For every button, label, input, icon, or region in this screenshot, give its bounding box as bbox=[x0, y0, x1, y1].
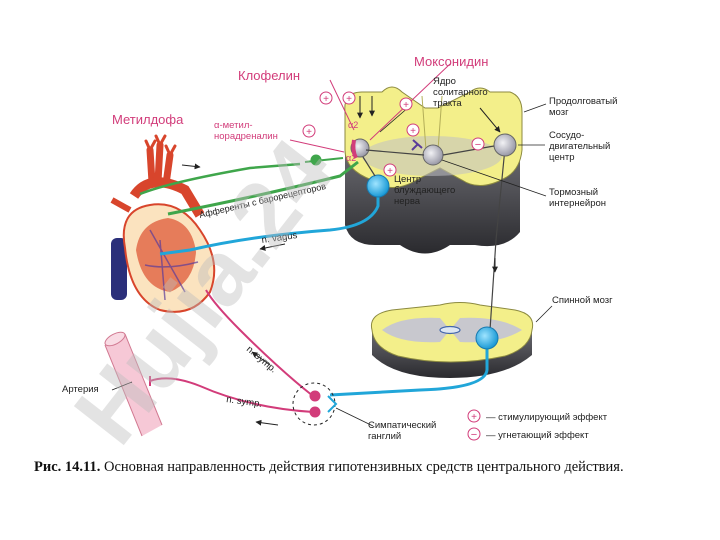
methyldopa-uptake-dot bbox=[310, 154, 322, 166]
plus-marker: + bbox=[319, 91, 333, 105]
sympathetic-nerve-heart bbox=[205, 289, 314, 397]
svg-text:+: + bbox=[306, 127, 312, 138]
interneuron-to-vasomotor bbox=[442, 145, 495, 156]
sympathetic-nerve-artery bbox=[149, 377, 314, 413]
spinal-cord-block bbox=[370, 302, 534, 378]
spinal-leader bbox=[535, 305, 553, 323]
symp-heart-flow-arrow bbox=[251, 351, 271, 366]
n-vagus-label: n. vagus bbox=[261, 230, 298, 246]
plus-marker: + bbox=[383, 163, 397, 177]
figure-caption-text: Основная направленность действия гипотен… bbox=[103, 459, 624, 475]
vasomotor-center-neuron bbox=[493, 133, 517, 157]
svg-text:+: + bbox=[387, 166, 393, 177]
svg-text:— угнетающий эффект: — угнетающий эффект bbox=[486, 430, 589, 441]
spinal-sympathetic-neuron bbox=[475, 326, 499, 350]
inhibitory-interneuron-cell bbox=[422, 144, 444, 166]
clonidine-label: Клофелин bbox=[238, 68, 300, 83]
figure-number: Рис. 14.11. bbox=[34, 459, 101, 475]
alpha-methyl-pointer bbox=[289, 139, 345, 153]
nucleus-to-vagus bbox=[362, 156, 376, 177]
medulla-leader bbox=[523, 103, 547, 113]
sympathetic-ganglion-outline bbox=[292, 382, 336, 426]
afferent-branch bbox=[139, 162, 301, 196]
plus-marker: + bbox=[406, 123, 420, 137]
alpha-methyl-label: α-метил-норадреналин bbox=[214, 120, 278, 142]
n-symp-label-2: n. symp. bbox=[226, 394, 263, 410]
svg-text:−: − bbox=[471, 429, 477, 441]
svg-text:+: + bbox=[410, 126, 416, 137]
vagus-center-neuron bbox=[366, 174, 390, 198]
preganglionic-ending bbox=[327, 395, 338, 413]
vagus-flow-arrow bbox=[259, 243, 286, 251]
figure-caption: Рис. 14.11. Основная направленность дейс… bbox=[34, 458, 674, 476]
svg-text:+: + bbox=[346, 94, 352, 105]
spinal-cord-label: Спинной мозг bbox=[552, 295, 613, 306]
minus-marker: − bbox=[471, 137, 485, 151]
artery-label: Артерия bbox=[62, 384, 99, 395]
descending-sympathetic-pathway bbox=[329, 338, 489, 397]
svg-text:+: + bbox=[471, 412, 477, 423]
inhibitory-synapse bbox=[411, 139, 423, 151]
alpha2-label-2: α2 bbox=[348, 120, 358, 130]
n-symp-label-1: n. symp. bbox=[244, 344, 279, 376]
clonidine-pointer bbox=[329, 79, 355, 131]
medulla-to-spinal-pathway bbox=[489, 147, 506, 331]
ganglion-leader bbox=[335, 407, 374, 427]
svg-text:— стимулирующий эффект: — стимулирующий эффект bbox=[486, 412, 608, 423]
interneuron-leader bbox=[441, 159, 547, 197]
afferent-flow-arrow bbox=[181, 163, 201, 170]
ganglion-neuron-2 bbox=[309, 406, 321, 418]
svg-text:−: − bbox=[475, 139, 481, 151]
plus-marker: + bbox=[342, 91, 356, 105]
legend-stimulating: + — стимулирующий эффект bbox=[467, 409, 608, 423]
vasomotor-input-arrow bbox=[479, 107, 501, 133]
alpha2-label-1: α2 bbox=[346, 153, 356, 163]
svg-text:+: + bbox=[403, 100, 409, 111]
moxonidine-label: Моксонидин bbox=[414, 54, 488, 69]
legend-inhibiting: − — угнетающий эффект bbox=[467, 427, 589, 441]
svg-text:+: + bbox=[323, 94, 329, 105]
vagus-nerve-pathway bbox=[159, 190, 380, 256]
nucleus-to-interneuron bbox=[365, 149, 425, 156]
alpha2-receptor-site bbox=[351, 139, 358, 159]
ganglion-neuron-1 bbox=[309, 390, 321, 402]
artery-tube bbox=[104, 331, 163, 437]
heart-illustration bbox=[110, 134, 216, 313]
baroreceptor-afferent-pathway bbox=[167, 160, 359, 216]
symp-artery-flow-arrow bbox=[255, 419, 279, 426]
methyldopa-label: Метилдофа bbox=[112, 112, 184, 127]
plus-marker: + bbox=[302, 124, 316, 138]
artery-leader bbox=[111, 381, 133, 391]
plus-marker: + bbox=[399, 97, 413, 111]
